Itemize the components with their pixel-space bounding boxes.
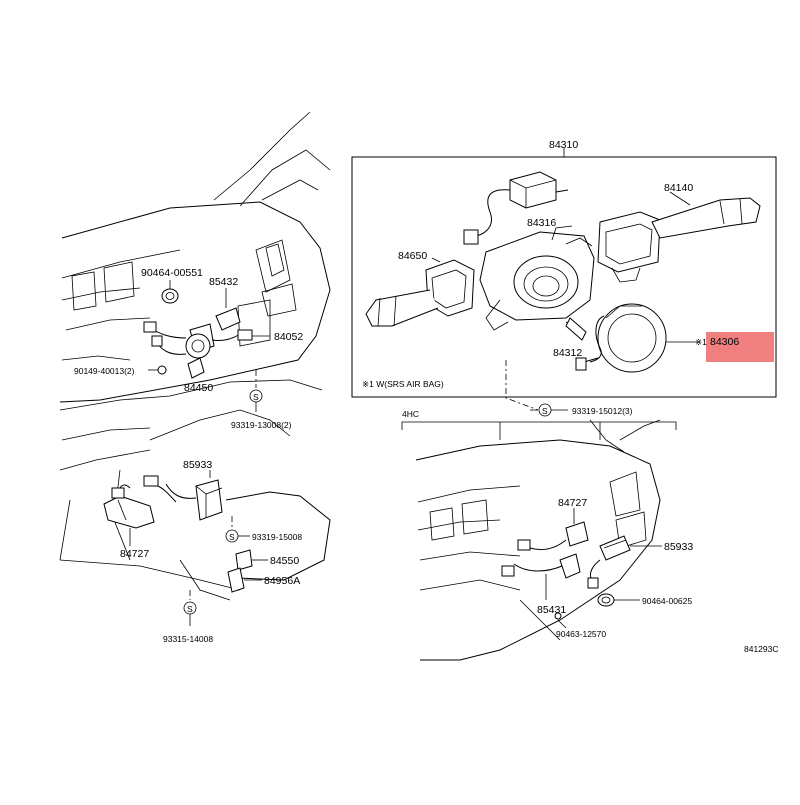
label-90149-40013: 90149-40013(2) [74, 366, 135, 376]
label-90464-00551: 90464-00551 [141, 267, 203, 279]
assembly-frame: 84310 [351, 139, 777, 398]
label-90463-12570: 90463-12570 [556, 629, 606, 639]
srs-note: ※1 W(SRS AIR BAG) [362, 379, 444, 389]
label-84316: 84316 [527, 217, 556, 229]
label-90464-00625: 90464-00625 [642, 596, 692, 606]
part-84306-label-group: ※1 84306 [695, 332, 774, 362]
highlight-marker [706, 332, 774, 362]
wiper-switch: 84650 [365, 250, 475, 327]
connector-84316: 84316 [463, 171, 569, 245]
svg-text:S: S [187, 604, 193, 614]
label-84052: 84052 [274, 331, 303, 343]
label-85432: 85432 [209, 276, 238, 288]
label-84550: 84550 [270, 555, 299, 567]
label-84450: 84450 [184, 382, 213, 394]
svg-text:S: S [229, 532, 235, 542]
label-84310: 84310 [549, 139, 578, 151]
left-parts: 90464-00551 85432 84052 90149-40013(2) 8… [74, 267, 303, 430]
right-dashboard-4hc: S 93319-15012(3) 4HC [401, 403, 677, 661]
label-84306: 84306 [710, 336, 739, 348]
label-84727-right: 84727 [558, 497, 587, 509]
label-85431: 85431 [537, 604, 566, 616]
lower-left-parts: 85933 84727 S 93319-15008 84550 84956A S… [103, 459, 302, 644]
label-84727-left: 84727 [120, 548, 149, 560]
label-93319-13008: 93319-13008(2) [231, 420, 292, 430]
label-84956A: 84956A [264, 575, 300, 587]
label-84312: 84312 [553, 347, 582, 359]
label-93319-15008: 93319-15008 [252, 532, 302, 542]
label-85933-right: 85933 [664, 541, 693, 553]
note-marker-ref: ※1 [695, 337, 707, 347]
label-93315-14008: 93315-14008 [163, 634, 213, 644]
figure-code: 841293C [744, 644, 779, 654]
svg-text:S: S [542, 406, 548, 416]
label-93319-15012: 93319-15012(3) [572, 406, 633, 416]
svg-text:S: S [253, 392, 259, 402]
screw-84312: 84312 [553, 317, 587, 359]
label-84140: 84140 [664, 182, 693, 194]
switch-body [479, 225, 595, 331]
label-84650: 84650 [398, 250, 427, 262]
spiral-cable [575, 303, 700, 373]
right-parts: 84727 85431 85933 90464-00625 90463-1257… [501, 497, 693, 639]
label-4hc: 4HC [402, 409, 419, 419]
label-85933-left: 85933 [183, 459, 212, 471]
turn-signal-switch: 84140 [597, 182, 761, 283]
